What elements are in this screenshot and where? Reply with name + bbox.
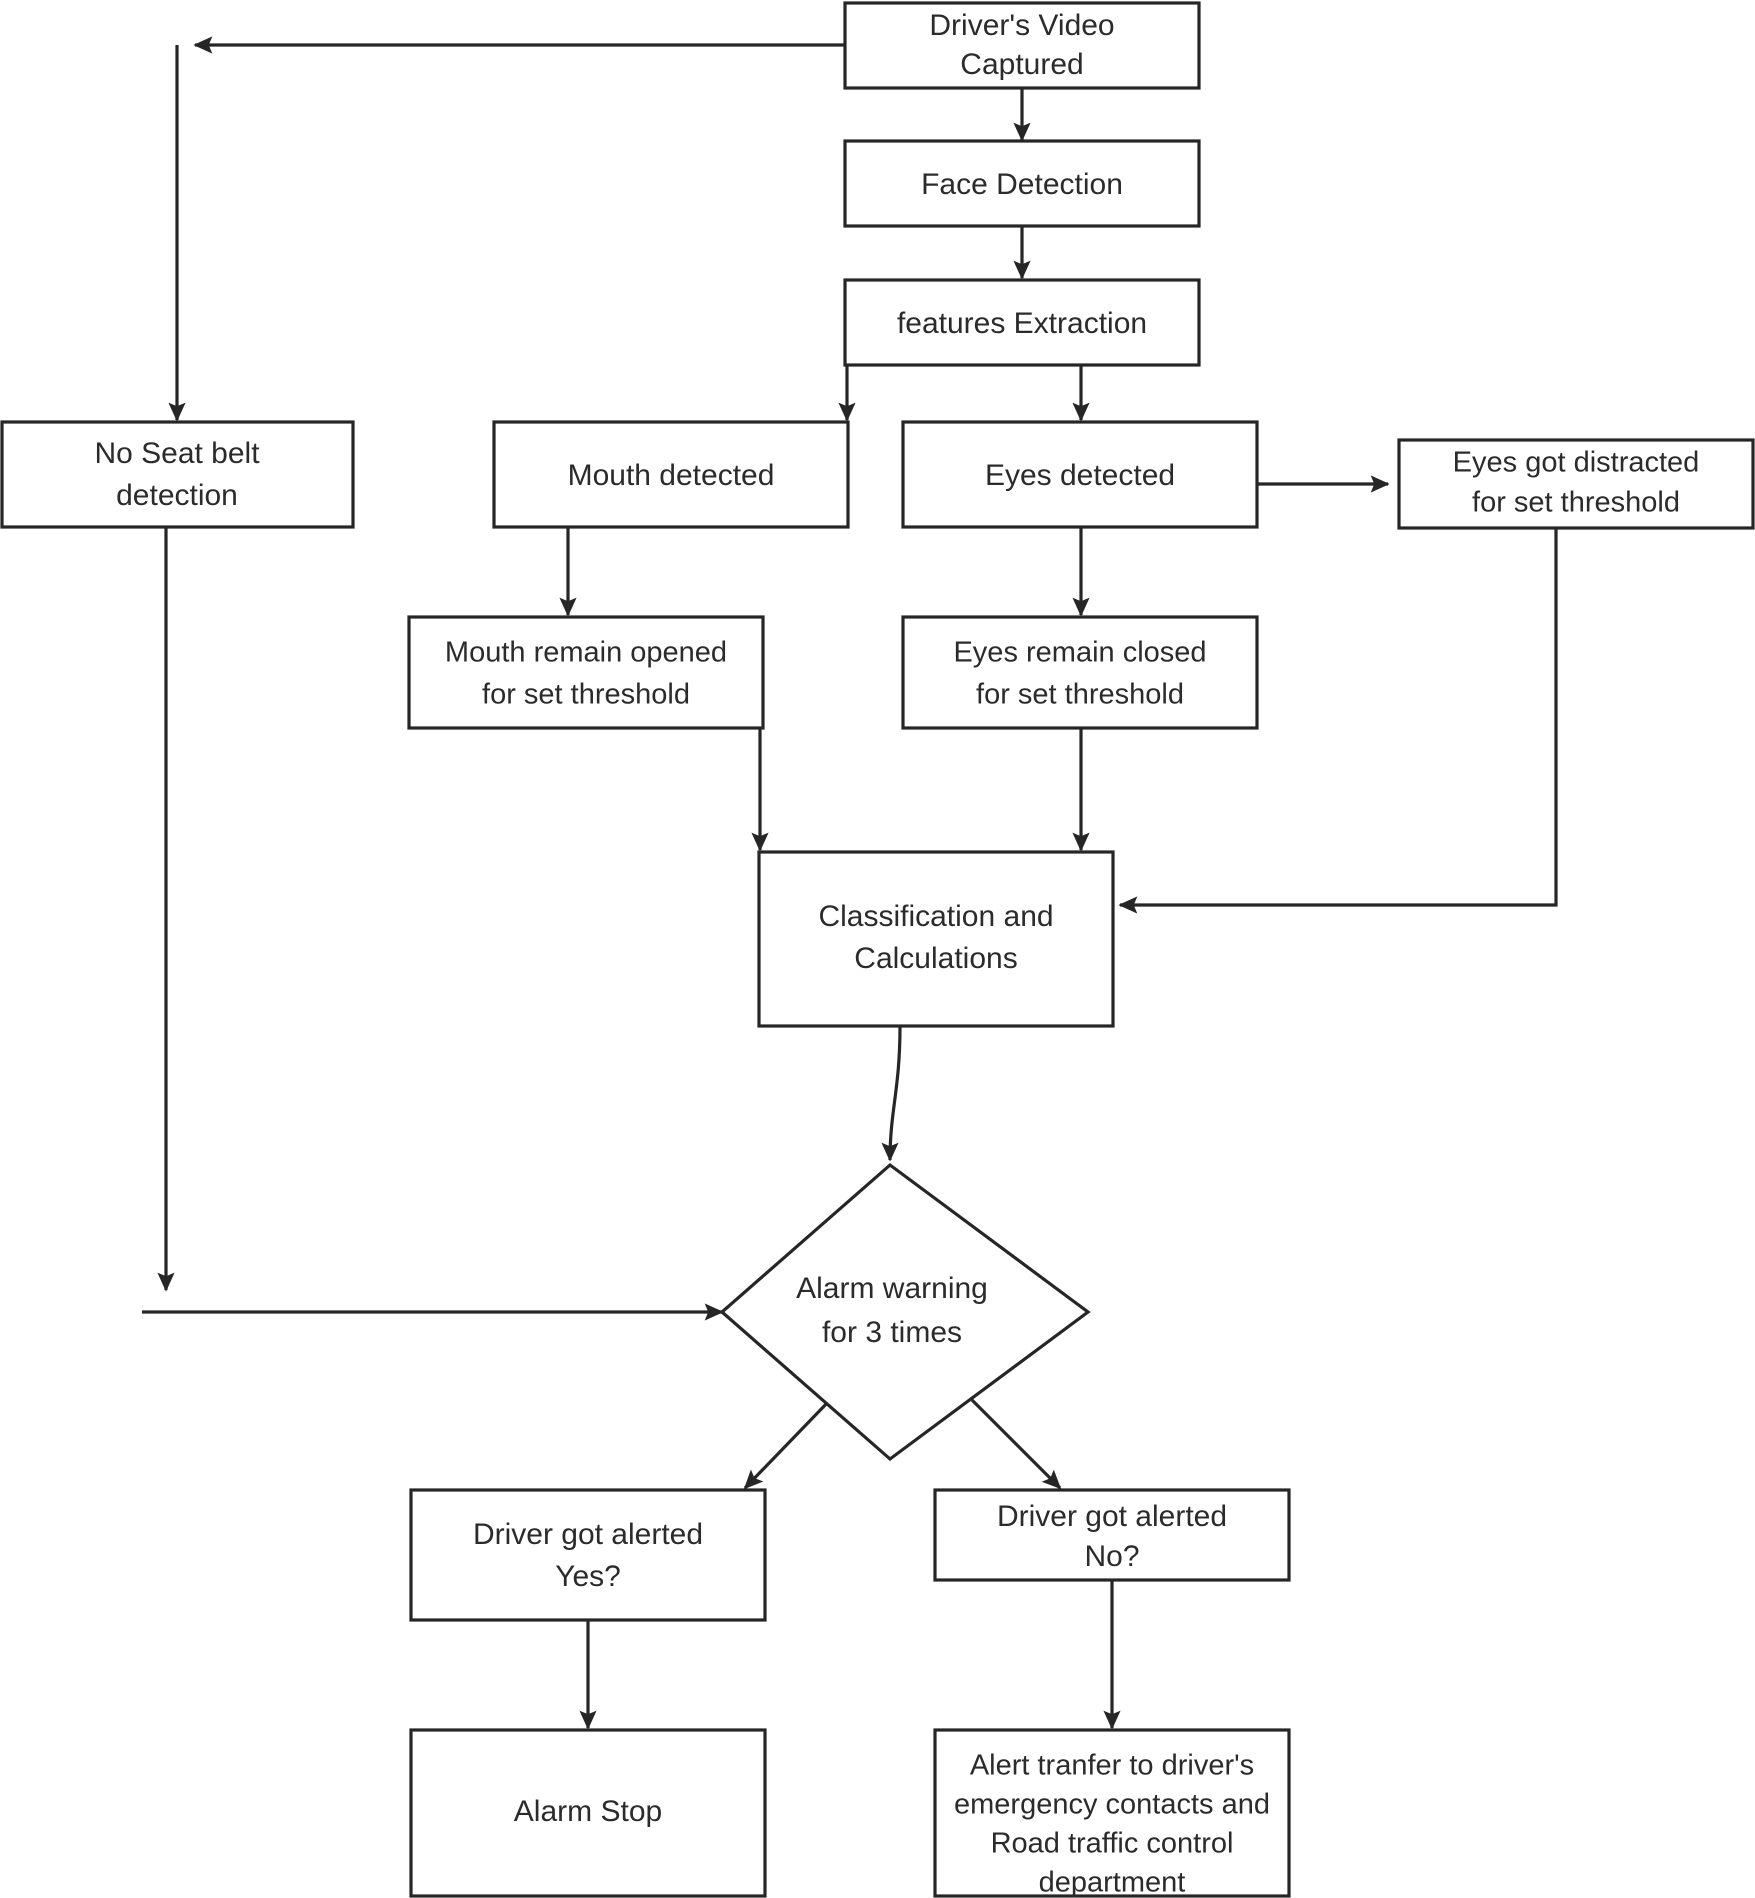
node-driver-alerted-yes-line1: Driver got alerted — [473, 1518, 703, 1551]
node-classification-line2: Calculations — [854, 942, 1017, 975]
node-eyes-remain-closed[interactable]: Eyes remain closed for set threshold — [901, 615, 1259, 730]
node-video-captured[interactable]: Driver's Video Captured — [843, 1, 1201, 90]
node-video-captured-line1: Driver's Video — [929, 9, 1114, 42]
node-alert-transfer-line3: Road traffic control — [991, 1828, 1234, 1860]
node-mouth-remain-opened-line1: Mouth remain opened — [445, 637, 727, 669]
node-mouth-detected-label: Mouth detected — [568, 459, 775, 492]
node-eyes-remain-closed-line1: Eyes remain closed — [953, 637, 1206, 669]
node-face-detection[interactable]: Face Detection — [843, 139, 1201, 228]
node-alert-transfer-line2: emergency contacts and — [954, 1789, 1270, 1821]
node-alarm-warning-line1: Alarm warning — [796, 1272, 988, 1305]
node-classification-line1: Classification and — [818, 900, 1053, 933]
node-eyes-distracted-line1: Eyes got distracted — [1453, 447, 1700, 479]
node-driver-alerted-yes-line2: Yes? — [555, 1560, 621, 1593]
node-mouth-remain-opened-line2: for set threshold — [482, 679, 690, 711]
node-eyes-detected[interactable]: Eyes detected — [901, 420, 1259, 529]
node-eyes-distracted[interactable]: Eyes got distracted for set threshold — [1397, 438, 1755, 530]
node-alarm-stop[interactable]: Alarm Stop — [409, 1728, 767, 1898]
node-driver-alerted-no-line1: Driver got alerted — [997, 1500, 1227, 1533]
node-features-extraction[interactable]: features Extraction — [843, 278, 1201, 367]
node-driver-alerted-no-line2: No? — [1084, 1540, 1139, 1573]
node-alarm-warning-line2: for 3 times — [822, 1316, 962, 1349]
node-eyes-remain-closed-line2: for set threshold — [976, 679, 1184, 711]
edge-classification-to-alarm — [881, 1025, 902, 1162]
edge-distracted-to-classification — [1118, 528, 1558, 914]
node-driver-alerted-yes[interactable]: Driver got alerted Yes? — [409, 1488, 767, 1622]
node-eyes-distracted-line2: for set threshold — [1472, 487, 1680, 519]
node-mouth-detected[interactable]: Mouth detected — [492, 420, 850, 529]
node-classification[interactable]: Classification and Calculations — [757, 850, 1115, 1028]
edge-alarm-to-no — [970, 1398, 1062, 1490]
edge-alarm-to-yes — [743, 1398, 832, 1490]
node-no-seat-belt-line1: No Seat belt — [94, 437, 260, 470]
node-face-detection-label: Face Detection — [921, 168, 1123, 201]
node-alert-transfer-line1: Alert tranfer to driver's — [970, 1750, 1254, 1782]
node-mouth-remain-opened[interactable]: Mouth remain opened for set threshold — [407, 615, 765, 730]
node-video-captured-line2: Captured — [960, 48, 1083, 81]
node-features-extraction-label: features Extraction — [897, 307, 1147, 340]
node-driver-alerted-no[interactable]: Driver got alerted No? — [933, 1488, 1291, 1582]
node-alert-transfer[interactable]: Alert tranfer to driver's emergency cont… — [933, 1728, 1291, 1898]
node-no-seat-belt[interactable]: No Seat belt detection — [0, 420, 355, 529]
node-no-seat-belt-line2: detection — [116, 479, 238, 512]
node-alert-transfer-line4: department — [1039, 1867, 1186, 1898]
node-alarm-warning-decision[interactable]: Alarm warning for 3 times — [719, 1162, 1091, 1462]
node-alarm-stop-label: Alarm Stop — [514, 1795, 662, 1828]
node-eyes-detected-label: Eyes detected — [985, 459, 1175, 492]
